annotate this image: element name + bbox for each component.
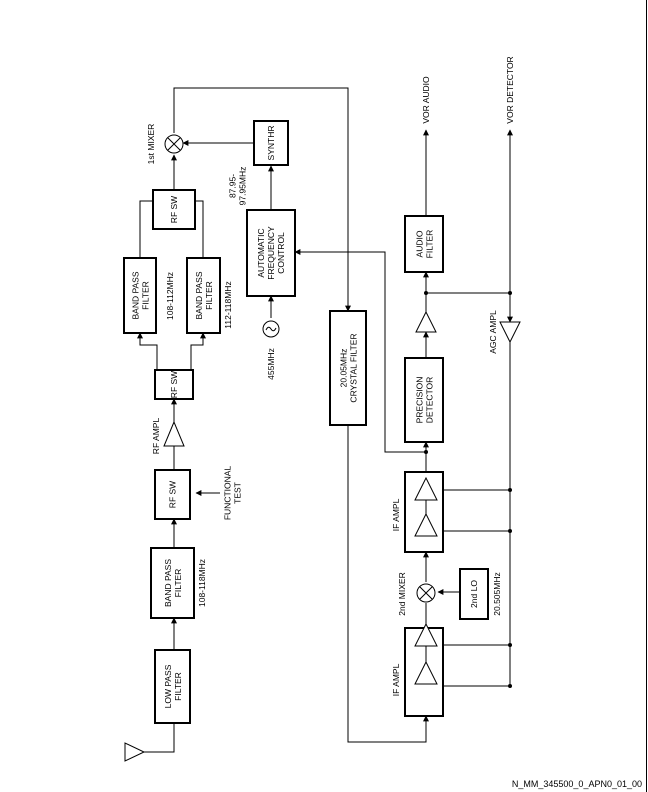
- mixer-2-label: 2nd MIXER: [397, 572, 407, 615]
- svg-text:FILTER: FILTER: [173, 672, 183, 701]
- afc-box: [246, 209, 296, 297]
- second-lo-label: 2nd LO: [469, 580, 479, 608]
- afc-label: AUTOMATIC FREQUENCY CONTROL: [256, 226, 286, 280]
- if-ampl-2-label: IF AMPL: [391, 498, 401, 531]
- svg-text:108-118MHz: 108-118MHz: [197, 559, 207, 607]
- junction-dots: [424, 291, 512, 688]
- svg-text:CRYSTAL FILTER: CRYSTAL FILTER: [349, 333, 359, 402]
- svg-text:PRECISION: PRECISION: [415, 377, 425, 424]
- signal-wires: [137, 87, 513, 753]
- bandpass-filter-high-label: BAND PASS FILTER: [194, 271, 214, 319]
- rf-ampl-label: RF AMPL: [151, 418, 161, 455]
- svg-text:97.95MHz: 97.95MHz: [238, 167, 248, 206]
- svg-text:2nd MIXER: 2nd MIXER: [397, 572, 407, 615]
- svg-text:DETECTOR: DETECTOR: [425, 377, 435, 424]
- audio-amp-icon: [415, 310, 437, 333]
- svg-text:FILTER: FILTER: [141, 281, 151, 310]
- svg-text:LOW PASS: LOW PASS: [163, 664, 173, 708]
- svg-text:20.05MHz: 20.05MHz: [339, 349, 349, 388]
- rf-switch-merge-box: [152, 189, 196, 230]
- bandpass-filter-main-label: BAND PASS FILTER: [163, 559, 183, 607]
- rf-amp-icon: [163, 420, 185, 447]
- svg-text:SYNTHR: SYNTHR: [266, 126, 276, 161]
- svg-text:VOR AUDIO: VOR AUDIO: [421, 76, 431, 124]
- svg-text:RF AMPL: RF AMPL: [151, 418, 161, 455]
- if-amp-2a-icon: [414, 512, 438, 537]
- svg-text:BAND PASS: BAND PASS: [163, 559, 173, 607]
- svg-text:FUNCTIONAL: FUNCTIONAL: [223, 466, 233, 521]
- if-ampl-1-label: IF AMPL: [391, 663, 401, 696]
- svg-text:FILTER: FILTER: [204, 281, 214, 310]
- svg-text:AUDIO: AUDIO: [415, 230, 425, 257]
- svg-text:BAND PASS: BAND PASS: [131, 271, 141, 319]
- rf-switch-test-box: [154, 469, 191, 520]
- audio-filter-box: [404, 215, 444, 273]
- sine-wave-icon: [265, 326, 277, 332]
- svg-text:VOR DETECTOR: VOR DETECTOR: [505, 56, 515, 123]
- rf-switch-split-label: RF SW: [169, 371, 179, 398]
- svg-text:2nd LO: 2nd LO: [469, 580, 479, 608]
- svg-text:BAND PASS: BAND PASS: [194, 271, 204, 319]
- audio-filter-label: AUDIO FILTER: [415, 230, 435, 259]
- crystal-filter-label: 20.05MHz CRYSTAL FILTER: [339, 333, 359, 402]
- mixer-1-cross: [167, 137, 181, 151]
- svg-text:TEST: TEST: [233, 482, 243, 504]
- second-lo-box: [459, 568, 489, 620]
- drawing-id: N_MM_345500_0_APN0_01_00: [511, 779, 642, 789]
- bp-main-range-label: 108-118MHz: [197, 559, 207, 607]
- svg-text:FILTER: FILTER: [173, 569, 183, 598]
- bandpass-filter-main-box: [150, 547, 195, 619]
- bp-high-range-label: 112-118MHz: [223, 281, 233, 328]
- mixer-1-label: 1st MIXER: [146, 124, 156, 165]
- rf-switch-split-box: [154, 369, 194, 400]
- crystal-filter-box: [329, 310, 367, 426]
- svg-text:RF SW: RF SW: [169, 196, 179, 223]
- synth-range-label: 87.95- 97.95MHz: [228, 167, 248, 206]
- lo2-freq-label: 20.505MHz: [492, 572, 502, 615]
- precision-detector-box: [404, 357, 444, 443]
- svg-text:455MHz: 455MHz: [266, 348, 276, 380]
- mixer-2-cross: [419, 586, 433, 600]
- oscillator-freq-label: 455MHz: [266, 348, 276, 380]
- svg-text:IF AMPL: IF AMPL: [391, 663, 401, 696]
- page-edge-rule: [646, 0, 647, 792]
- svg-text:AUTOMATIC: AUTOMATIC: [256, 228, 266, 277]
- precision-detector-label: PRECISION DETECTOR: [415, 377, 435, 424]
- bp-low-range-label: 108-112MHz: [165, 272, 175, 320]
- svg-text:AGC AMPL: AGC AMPL: [488, 310, 498, 354]
- bandpass-filter-low-label: BAND PASS FILTER: [131, 271, 151, 319]
- lowpass-filter-label: LOW PASS FILTER: [163, 664, 183, 708]
- svg-text:CONTROL: CONTROL: [276, 232, 286, 274]
- rf-switch-merge-label: RF SW: [169, 196, 179, 223]
- bandpass-filter-high-box: [186, 257, 221, 334]
- rf-switch-test-label: RF SW: [168, 481, 178, 508]
- bandpass-filter-low-box: [123, 257, 157, 334]
- if-amp-1a-icon: [414, 660, 438, 685]
- svg-text:RF SW: RF SW: [169, 371, 179, 398]
- vor-detector-output-label: VOR DETECTOR: [505, 56, 515, 123]
- vor-audio-output-label: VOR AUDIO: [421, 76, 431, 124]
- svg-text:108-112MHz: 108-112MHz: [165, 272, 175, 320]
- svg-text:FREQUENCY: FREQUENCY: [266, 226, 276, 280]
- svg-text:20.505MHz: 20.505MHz: [492, 572, 502, 615]
- lowpass-filter-box: [154, 649, 191, 724]
- svg-text:RF SW: RF SW: [168, 481, 178, 508]
- svg-text:87.95-: 87.95-: [228, 174, 238, 198]
- agc-ampl-label: AGC AMPL: [488, 310, 498, 354]
- synthesizer-box: [253, 120, 289, 166]
- svg-text:112-118MHz: 112-118MHz: [223, 281, 233, 328]
- antenna-icon: [124, 742, 146, 762]
- functional-test-label: FUNCTIONAL TEST: [223, 466, 243, 521]
- svg-text:FILTER: FILTER: [425, 230, 435, 259]
- svg-text:1st MIXER: 1st MIXER: [146, 124, 156, 165]
- agc-amp-icon: [499, 321, 521, 344]
- svg-text:IF AMPL: IF AMPL: [391, 498, 401, 531]
- synthesizer-label: SYNTHR: [266, 126, 276, 161]
